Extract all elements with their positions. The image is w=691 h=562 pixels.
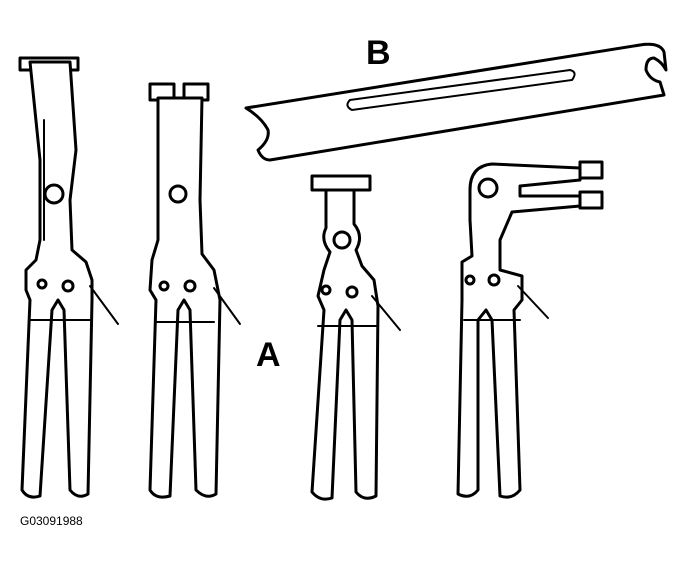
tool-a-pliers-angled-head	[456, 160, 604, 499]
callout-label-a: A	[256, 336, 281, 374]
callout-label-b: B	[366, 34, 391, 72]
tool-b-lever-bar	[244, 42, 668, 162]
tool-a-pliers-split-tips	[148, 82, 241, 499]
tool-a-pliers-short	[310, 174, 401, 501]
figure-reference-code: G03091988	[20, 514, 83, 528]
tool-a-pliers-long-straight	[18, 56, 119, 499]
